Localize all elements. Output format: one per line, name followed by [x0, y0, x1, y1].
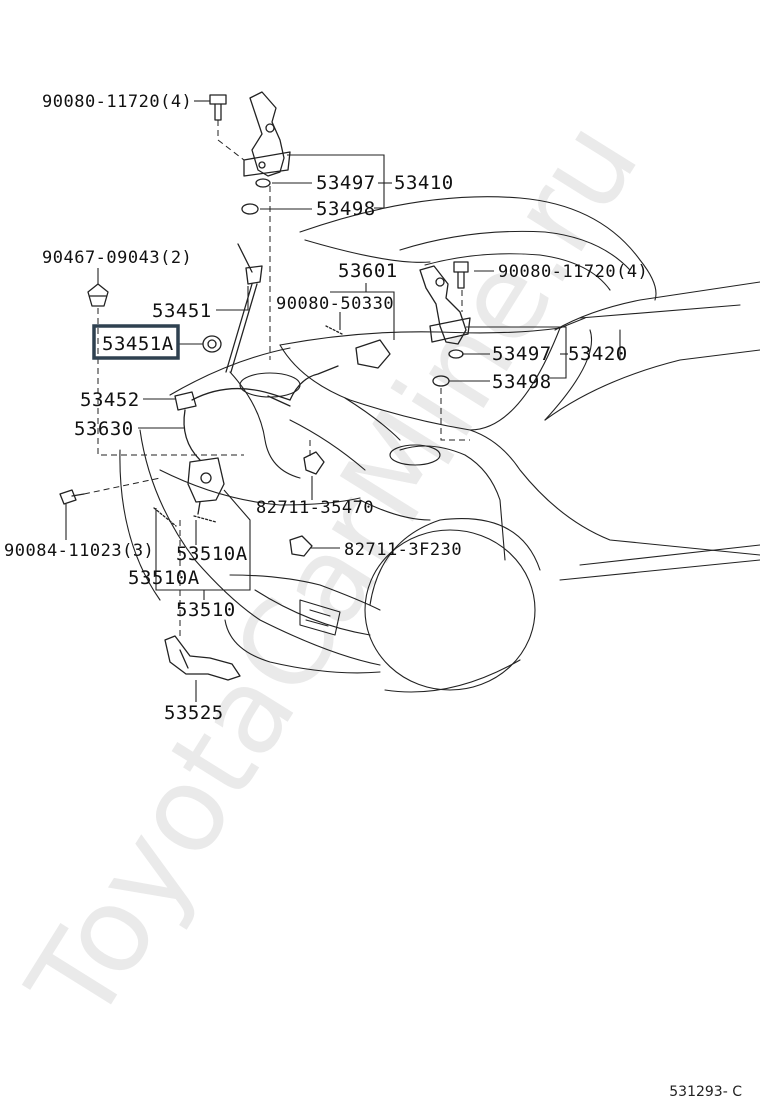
- clip-90467-09043: [87, 283, 109, 307]
- hood-lock-support-53525: [164, 635, 241, 681]
- label-53630[interactable]: 53630: [74, 418, 134, 440]
- label-53410[interactable]: 53410: [394, 172, 454, 194]
- label-82711-35470[interactable]: 82711-35470: [256, 498, 374, 518]
- bushing-53498-top: [241, 203, 259, 215]
- release-cable: [174, 365, 339, 461]
- label-90467-09043[interactable]: 90467-09043(2): [42, 248, 192, 268]
- bolt-90080-11720-right: [453, 261, 469, 289]
- label-53525[interactable]: 53525: [164, 702, 224, 724]
- washer-53497-top: [255, 178, 271, 188]
- part-labels: 90080-11720(4) 53497 53410 53498 90467-0…: [4, 92, 648, 724]
- label-53498-top[interactable]: 53498: [316, 198, 376, 220]
- label-90084-11023[interactable]: 90084-11023(3): [4, 541, 154, 561]
- leader-lines: [65, 100, 568, 702]
- label-53498-right[interactable]: 53498: [492, 371, 552, 393]
- label-53497-top[interactable]: 53497: [316, 172, 376, 194]
- highlight-box-53451A: [92, 324, 180, 360]
- diagram-reference-code: 531293- C: [669, 1084, 742, 1100]
- label-82711-3F230[interactable]: 82711-3F230: [344, 540, 462, 560]
- hood-hinge-right: [419, 265, 471, 345]
- hood-hinge-left: [243, 91, 291, 177]
- bolt-90084-11023: [59, 489, 85, 505]
- label-53510[interactable]: 53510: [176, 599, 236, 621]
- hood-striker-53601: [325, 325, 391, 369]
- label-53452[interactable]: 53452: [80, 389, 140, 411]
- label-53601[interactable]: 53601: [338, 260, 398, 282]
- label-53451[interactable]: 53451: [152, 300, 212, 322]
- label-53451A[interactable]: 53451A: [102, 333, 174, 355]
- hood-support-rod: [225, 243, 263, 373]
- car-body-outline: [119, 196, 760, 693]
- label-53497-right[interactable]: 53497: [492, 343, 552, 365]
- label-53420[interactable]: 53420: [568, 343, 628, 365]
- label-90080-11720-right[interactable]: 90080-11720(4): [498, 262, 648, 282]
- cushion-82711-3F230: [289, 535, 313, 557]
- label-90080-11720-left[interactable]: 90080-11720(4): [42, 92, 192, 112]
- cushion-82711-35470: [303, 451, 325, 475]
- watermark-text: ToyotaCarMine.ru: [1, 98, 665, 1046]
- bolt-90080-11720-left: [209, 94, 227, 121]
- hood-lock-53510: [153, 457, 225, 527]
- assembly-guide-lines: [83, 120, 470, 640]
- label-53510A-left[interactable]: 53510A: [128, 567, 200, 589]
- label-53510A-right[interactable]: 53510A: [176, 543, 248, 565]
- grommet-53451A: [202, 335, 222, 353]
- label-90080-50330[interactable]: 90080-50330: [276, 294, 394, 314]
